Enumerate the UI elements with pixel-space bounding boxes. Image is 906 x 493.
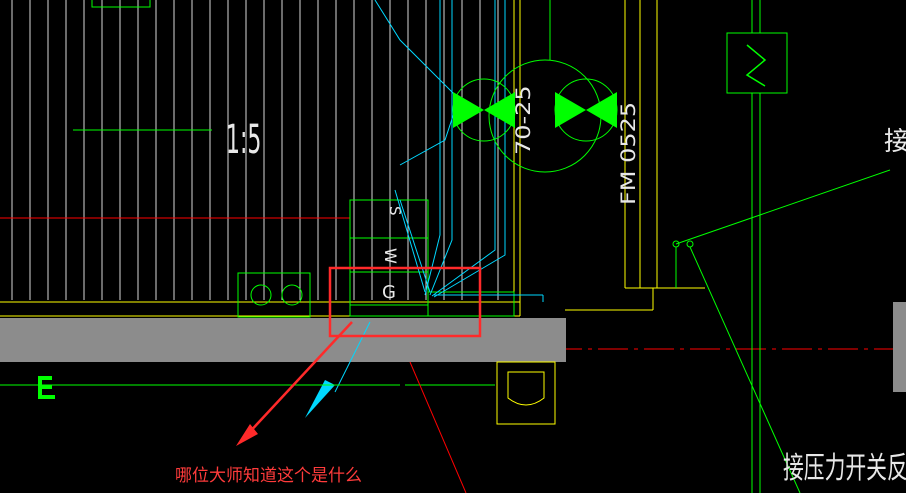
top-green-box (91, 0, 151, 8)
valve-symbol-icon (555, 92, 617, 128)
annotation-arrow-line (245, 321, 353, 437)
sprinkler-icon (496, 361, 556, 425)
cyan-pipe-lines (334, 0, 544, 393)
cyan-arrow-icon (305, 380, 335, 418)
concrete-slab (0, 318, 566, 362)
sprinkler-icon (507, 371, 545, 406)
circle-marker-icon (281, 284, 303, 306)
pressure-switch-label: 接压力开关反馈 (783, 451, 906, 486)
arrow-icon (236, 424, 258, 446)
box-g-label: G (382, 282, 396, 303)
annotation-question: 哪位大师知道这个是什么 (175, 466, 362, 486)
double-circle-box (237, 272, 311, 318)
valve-symbol-icon (453, 92, 515, 128)
box-w-label: W (381, 248, 400, 264)
valve-left-label: 70-25 (513, 85, 535, 155)
red-diagonal-line (409, 361, 467, 493)
pressure-switch-icon (672, 169, 891, 493)
wall-hatch (11, 0, 499, 300)
box-s-label: S (386, 206, 404, 216)
slab-right-edge (893, 302, 906, 392)
circle-marker-icon (250, 284, 272, 306)
fm-code-label: FM 0525 (618, 102, 640, 205)
scale-label: 1:5 (226, 116, 261, 163)
top-right-char: 接 (884, 127, 906, 157)
equipment-stack (349, 199, 515, 317)
s-symbol-box (726, 32, 788, 94)
s-symbol-icon (745, 44, 767, 87)
highlight-box[interactable] (328, 266, 482, 338)
